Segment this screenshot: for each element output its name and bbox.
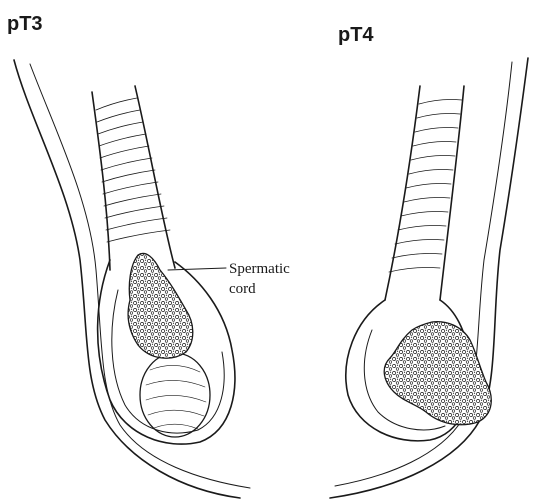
pt4-tumor (384, 322, 491, 425)
spermatic-cord-leader (168, 268, 226, 270)
stage-label-pt3: pT3 (7, 14, 43, 34)
pt4-cord-striations (389, 100, 462, 273)
pt3-illustration (14, 60, 250, 498)
pt3-cord-left-edge (92, 92, 110, 270)
pt4-illustration (330, 58, 528, 498)
stage-label-pt4: pT4 (338, 25, 374, 45)
pt4-scrotal-skin (330, 58, 528, 498)
spermatic-cord-label-line1: Spermatic (229, 260, 290, 279)
pt3-testis-texture (146, 365, 206, 429)
pt4-scrotal-layer (335, 62, 512, 486)
pt4-cord-right-edge (440, 86, 464, 300)
spermatic-cord-label-line2: cord (229, 280, 256, 299)
pt3-scrotal-skin (14, 60, 240, 498)
pt3-cord-right-edge (135, 86, 175, 268)
